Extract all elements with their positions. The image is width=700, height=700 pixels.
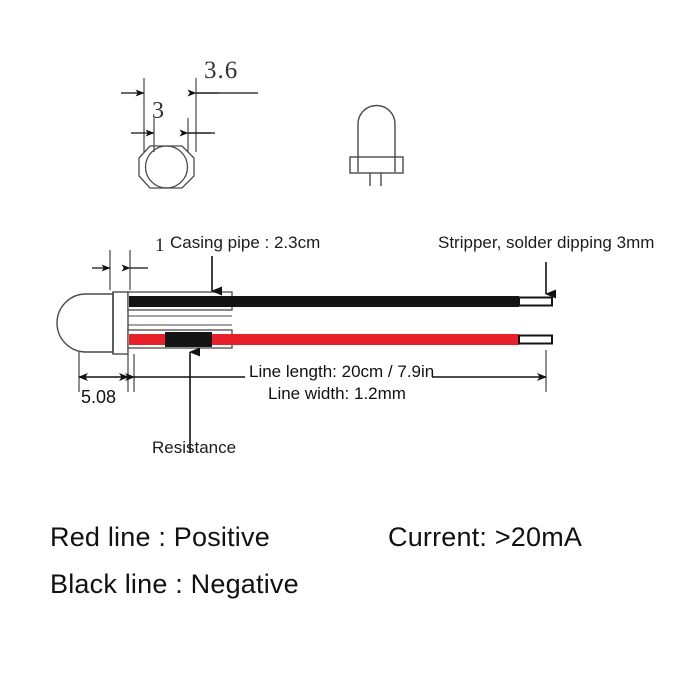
top-view-outer-width-label: 3.6 — [204, 57, 239, 84]
legend-current: Current: >20mA — [388, 522, 583, 552]
casing-pipe-label: Casing pipe : 2.3cm — [170, 233, 321, 252]
top-view-inner-width-label: 3 — [152, 98, 164, 124]
body-diameter-label: 5.08 — [81, 387, 117, 407]
legend-red-line: Red line : Positive — [50, 522, 270, 552]
line-width-label: Line width: 1.2mm — [268, 384, 406, 403]
resistance-label: Resistance — [152, 438, 237, 457]
line-length-label: Line length: 20cm / 7.9in — [249, 362, 435, 381]
stripper-label: Stripper, solder dipping 3mm — [438, 233, 655, 252]
lead-pitch-label: 1 — [155, 235, 165, 256]
led-side-view-group — [349, 104, 404, 186]
led-top-view-group — [121, 78, 258, 189]
led-assembly-drawing — [56, 250, 556, 452]
legend-black-line: Black line : Negative — [50, 569, 299, 599]
